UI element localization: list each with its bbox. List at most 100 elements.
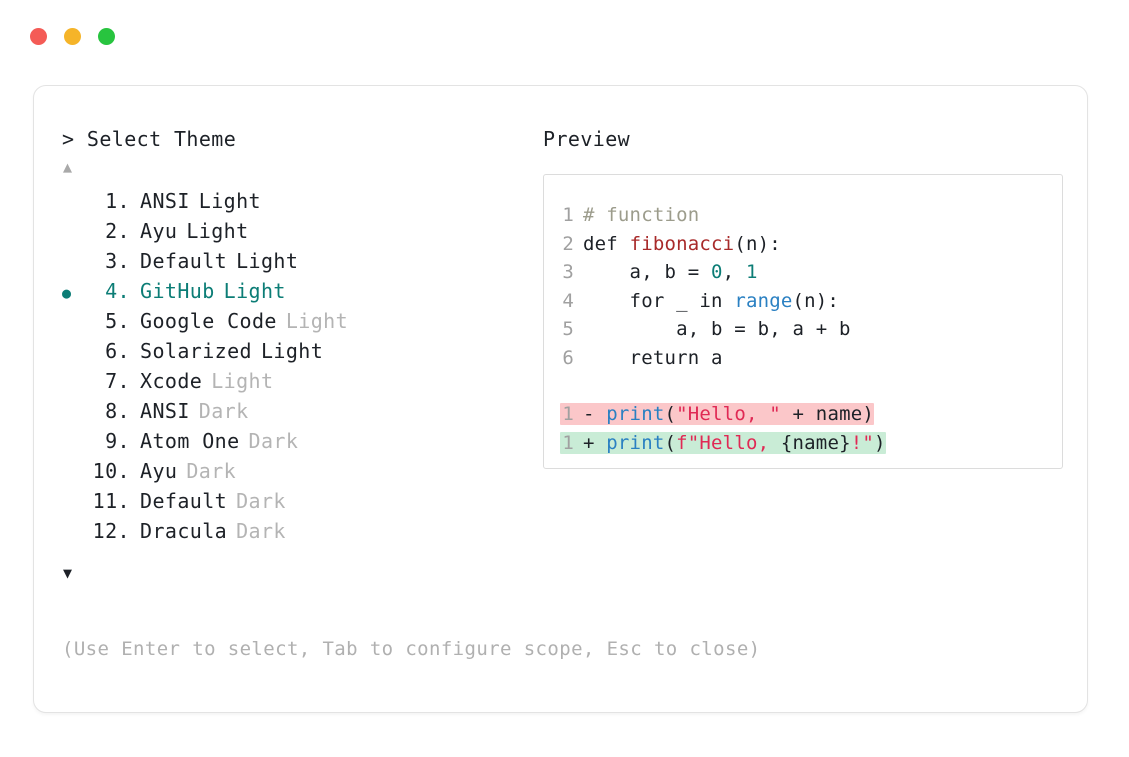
code-line-text: def fibonacci(n): <box>574 233 781 255</box>
code-line-number: 1 <box>562 204 574 226</box>
theme-item-index: 1. <box>92 189 130 213</box>
code-token: 0 <box>711 261 723 283</box>
theme-item-index: 4. <box>92 279 130 303</box>
diff-line-number: 1 <box>562 403 574 425</box>
theme-item-index: 11. <box>92 489 130 513</box>
diff-sample: 1- print("Hello, " + name) 1+ print(f"Hel… <box>544 400 1062 457</box>
diff-highlight: 1- print("Hello, " + name) <box>560 403 875 425</box>
theme-item-name: Ayu <box>140 219 178 243</box>
diff-removed-line: 1- print("Hello, " + name) <box>544 400 1062 429</box>
code-spacer <box>544 372 1062 400</box>
scroll-down-arrow-icon[interactable]: ▼ <box>63 564 73 582</box>
code-line-number: 4 <box>562 289 574 312</box>
code-line-number: 6 <box>562 346 574 369</box>
theme-list-item[interactable]: ● 4. GitHub Light <box>62 276 532 306</box>
theme-item-variant: Light <box>285 309 349 333</box>
theme-item-name: ANSI <box>140 189 190 213</box>
code-line: 5 a, b = b, a + b <box>544 315 1062 344</box>
theme-item-name: Atom One <box>140 429 240 453</box>
code-token: range <box>734 289 793 312</box>
code-token: + name) <box>780 403 875 425</box>
code-token: print <box>606 403 665 425</box>
code-token: fibonacci <box>629 232 735 255</box>
theme-list-item[interactable]: 9. Atom One Dark <box>62 426 532 456</box>
theme-item-variant: Light <box>236 249 299 273</box>
theme-item-name: Solarized <box>140 339 252 363</box>
theme-item-variant: Dark <box>198 399 249 423</box>
code-token: for _ in <box>583 289 735 312</box>
code-token: !" <box>850 431 875 454</box>
code-token: 1 <box>745 261 758 283</box>
theme-item-variant: Light <box>260 339 324 363</box>
theme-item-index: 6. <box>92 339 130 363</box>
diff-spacer <box>595 403 607 425</box>
code-token: {name} <box>780 431 851 454</box>
minimize-window-button[interactable] <box>64 28 81 45</box>
theme-item-index: 10. <box>92 459 130 483</box>
code-line-text: a, b = b, a + b <box>574 318 851 340</box>
window-traffic-lights <box>30 28 115 45</box>
code-line-text: return a <box>574 347 723 369</box>
theme-list-item[interactable]: 1. ANSI Light <box>62 186 532 216</box>
theme-item-variant: Light <box>211 369 274 393</box>
code-line-number: 5 <box>562 318 574 340</box>
diff-spacer <box>595 432 607 454</box>
theme-item-name: ANSI <box>140 399 190 423</box>
selected-bullet-icon: ● <box>62 284 72 302</box>
code-token: print <box>606 431 665 454</box>
maximize-window-button[interactable] <box>98 28 115 45</box>
code-line-text: for _ in range(n): <box>574 290 839 312</box>
theme-item-variant: Light <box>223 279 286 303</box>
theme-item-index: 12. <box>92 519 130 543</box>
theme-item-name: Google Code <box>140 309 277 333</box>
theme-item-variant: Light <box>198 189 261 213</box>
code-line-text: # function <box>574 204 699 226</box>
theme-item-index: 9. <box>92 429 130 453</box>
theme-item-variant: Light <box>186 219 249 243</box>
code-token: ( <box>664 403 677 425</box>
code-token: ) <box>874 431 886 454</box>
keyboard-hint-text: (Use Enter to select, Tab to configure s… <box>62 638 761 660</box>
code-token: def <box>583 232 630 255</box>
theme-item-variant: Dark <box>186 459 237 483</box>
theme-list-item[interactable]: 6. Solarized Light <box>62 336 532 366</box>
code-line-text: a, b = 0, 1 <box>574 261 758 283</box>
code-line: 6 return a <box>544 344 1062 373</box>
code-line: 4 for _ in range(n): <box>544 287 1062 316</box>
theme-item-variant: Dark <box>248 429 299 453</box>
diff-added-line: 1+ print(f"Hello, {name}!") <box>544 429 1062 458</box>
code-line: 3 a, b = 0, 1 <box>544 258 1062 287</box>
scroll-up-arrow-icon[interactable]: ▲ <box>63 158 73 176</box>
theme-item-name: Xcode <box>140 369 203 393</box>
theme-item-name: Default <box>140 489 228 513</box>
theme-item-name: GitHub <box>140 279 215 303</box>
code-token: ( <box>664 431 677 454</box>
theme-item-index: 2. <box>92 219 130 243</box>
theme-item-index: 7. <box>92 369 130 393</box>
theme-list-item[interactable]: 7. Xcode Light <box>62 366 532 396</box>
code-line-number: 3 <box>562 261 574 283</box>
code-token: # function <box>583 204 700 226</box>
code-token: a, b = <box>583 261 712 283</box>
code-token: return a <box>583 346 723 369</box>
code-token: a, b = b, a + b <box>583 318 851 340</box>
theme-list-item[interactable]: 2. Ayu Light <box>62 216 532 246</box>
theme-item-index: 3. <box>92 249 130 273</box>
code-line: 1 # function <box>544 201 1062 230</box>
diff-highlight: 1+ print(f"Hello, {name}!") <box>560 431 886 454</box>
close-window-button[interactable] <box>30 28 47 45</box>
